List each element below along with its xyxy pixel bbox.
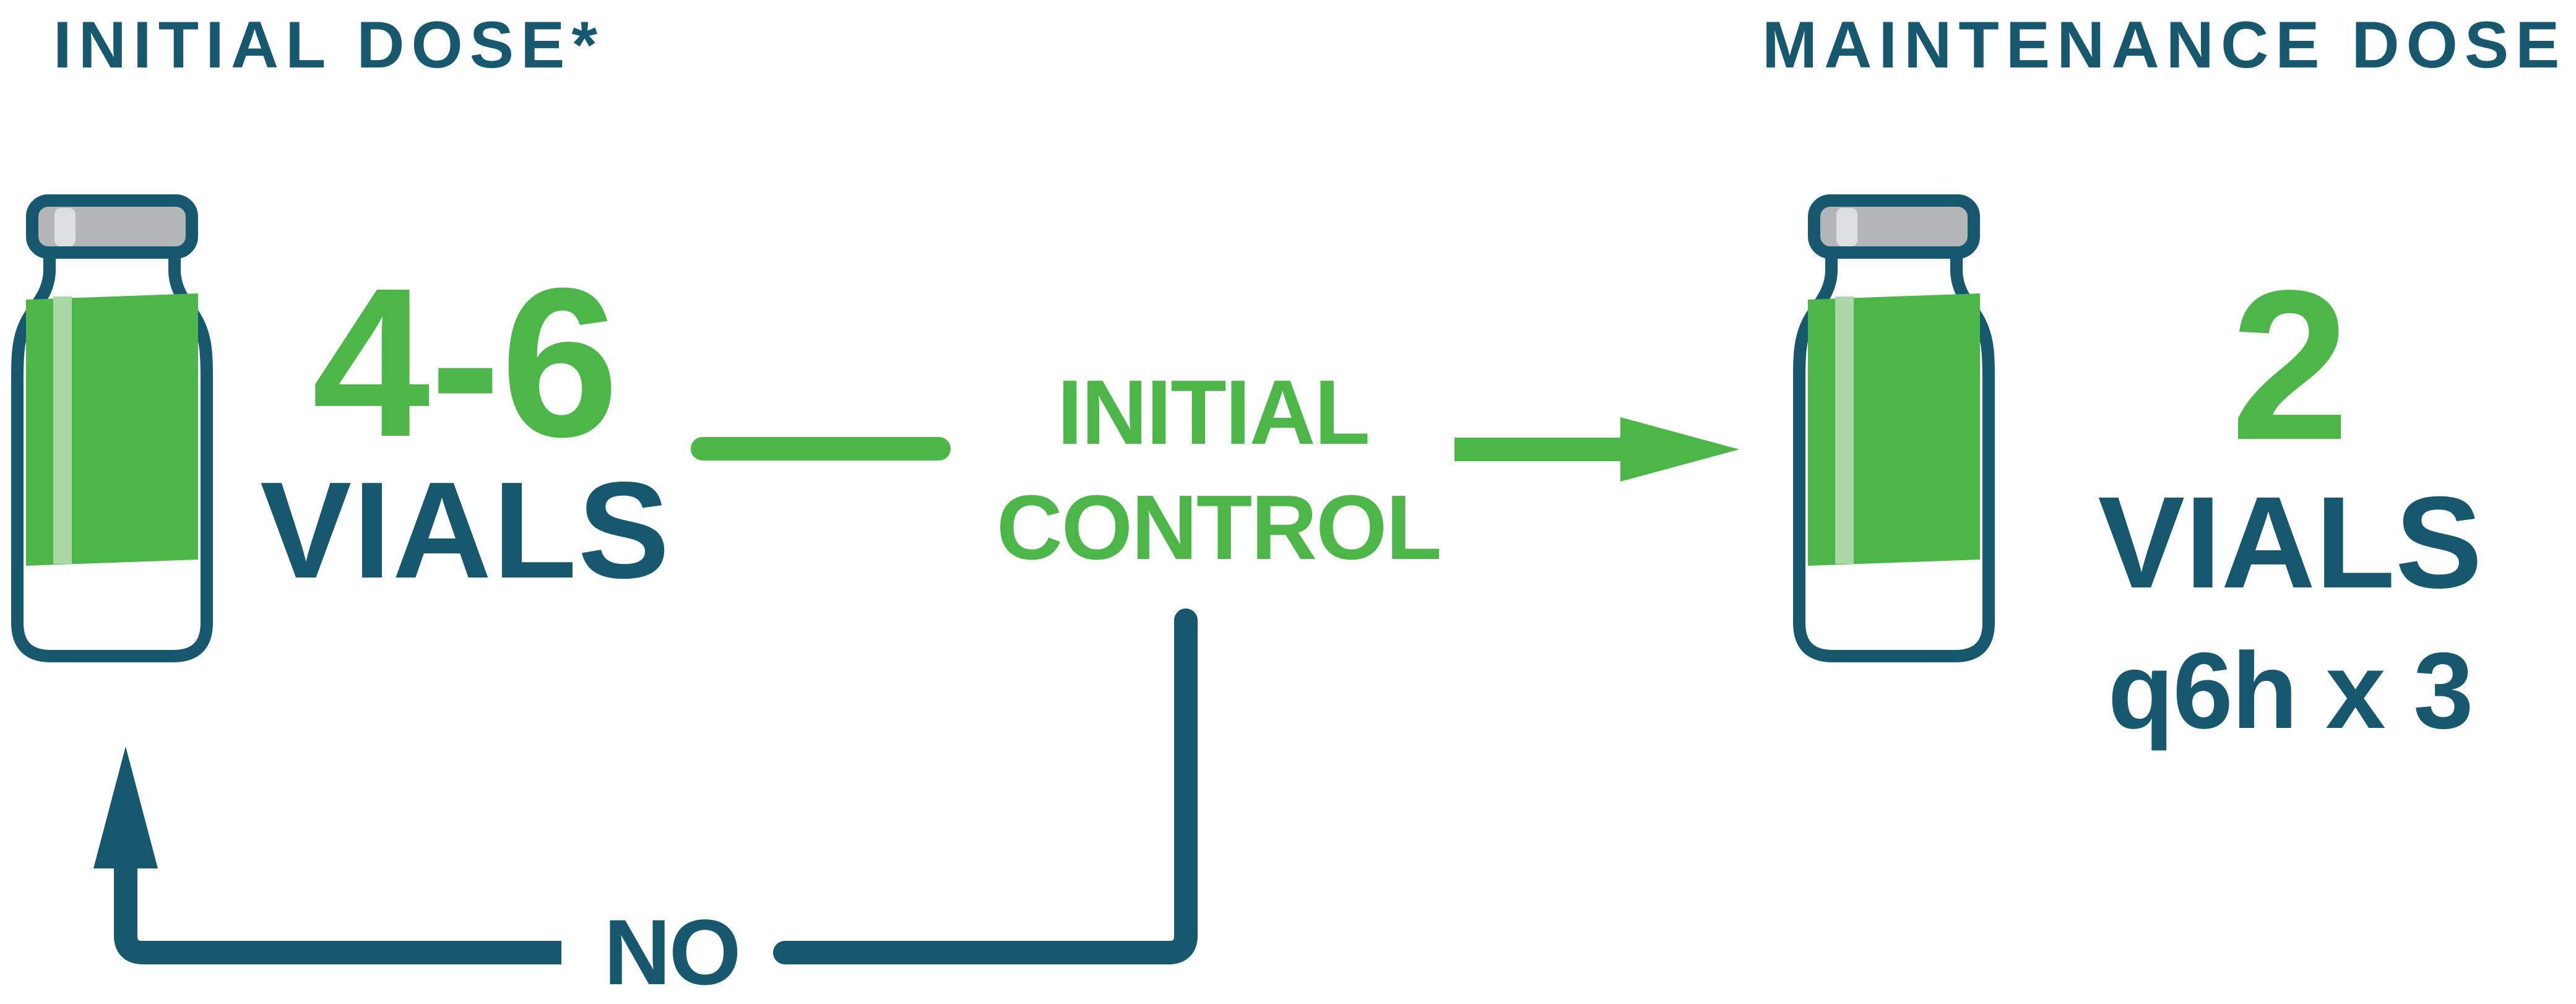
vial-liquid bbox=[26, 293, 198, 566]
maintenance-dose-unit: VIALS bbox=[2098, 469, 2483, 615]
vial-liquid-highlight bbox=[1835, 296, 1854, 564]
maintenance-dose-amount: 2 bbox=[2231, 246, 2349, 485]
arrow-up-head-icon bbox=[93, 747, 158, 868]
initial-control-decision-label: INITIAL CONTROL bbox=[996, 355, 1442, 586]
maintenance-dose-heading: MAINTENANCE DOSE bbox=[1762, 7, 2567, 82]
no-branch-label: NO bbox=[603, 900, 741, 1004]
feedback-loop-arrow-icon bbox=[93, 608, 1198, 964]
medication-vial-icon bbox=[11, 194, 213, 662]
initial-dose-heading: INITIAL DOSE* bbox=[53, 7, 605, 82]
vial-cap-highlight bbox=[1836, 208, 1857, 246]
arrow-right-icon bbox=[1454, 417, 1739, 482]
initial-dose-unit: VIALS bbox=[260, 454, 671, 607]
vial-cap-highlight bbox=[54, 208, 76, 246]
vial-liquid-highlight bbox=[53, 296, 72, 564]
initial-control-line2: CONTROL bbox=[996, 477, 1442, 579]
vial-liquid bbox=[1808, 293, 1980, 566]
medication-vial-icon bbox=[1793, 194, 1995, 662]
maintenance-dose-schedule: q6h x 3 bbox=[2107, 631, 2473, 751]
initial-control-line1: INITIAL bbox=[1057, 361, 1370, 464]
initial-dose-amount: 4-6 bbox=[312, 243, 619, 481]
initial-control-connector-line bbox=[691, 437, 951, 461]
